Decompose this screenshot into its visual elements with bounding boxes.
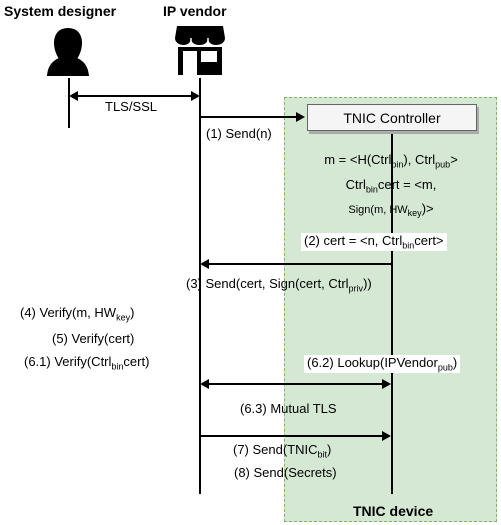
send-secrets-label: (8) Send(Secrets) (234, 465, 337, 480)
send-cert-label: (3) Send(cert, Sign(cert, Ctrlpriv)) (186, 276, 372, 294)
mutual-tls-line (209, 383, 382, 385)
tnic-controller-box: TNIC Controller (307, 104, 477, 131)
verify-cert-label: (5) Verify(cert) (52, 331, 135, 346)
mutual-tls-arrow-left (200, 379, 209, 389)
tnic-device-title: TNIC device (353, 503, 434, 519)
send-tnic-label: (7) Send(TNICbit) (233, 442, 332, 460)
send-n-line (200, 116, 296, 118)
tls-ssl-label: TLS/SSL (105, 99, 158, 114)
ip-vendor-label: IP vendor (163, 3, 227, 19)
controller-note: m = <H(Ctrlbin), Ctrlpub> Ctrlbincert = … (298, 150, 484, 223)
lookup-label: (6.2) Lookup(IPVendorpub) (304, 355, 461, 373)
send-tnic-arrow (382, 431, 391, 441)
note-line-3: Sign(m, HWkey)> (348, 201, 434, 219)
tls-ssl-arrow-right (191, 91, 200, 101)
system-designer-label: System designer (4, 3, 117, 19)
cert-arrow (200, 259, 209, 269)
tls-ssl-line (76, 95, 192, 97)
verify-m-label: (4) Verify(m, HWkey) (20, 305, 135, 323)
send-n-arrow (296, 112, 305, 122)
note-line-2: Ctrlbincert = <m, (345, 176, 437, 195)
send-tnic-line (200, 435, 382, 437)
cert-line (209, 263, 391, 265)
verify-ctrl-label: (6.1) Verify(Ctrlbincert) (24, 354, 150, 372)
storefront-icon (175, 26, 225, 75)
vendor-lifeline (199, 78, 201, 494)
mutual-tls-arrow-right (382, 379, 391, 389)
note-line-1: m = <H(Ctrlbin), Ctrlpub> (324, 152, 458, 170)
person-icon (47, 28, 89, 76)
tls-ssl-arrow-left (69, 91, 78, 101)
designer-lifeline (68, 78, 70, 128)
tnic-device-box (284, 97, 497, 522)
cert-label: (2) cert = <n, Ctrlbincert> (301, 233, 447, 251)
send-n-label: (1) Send(n) (206, 126, 272, 141)
controller-lifeline (391, 132, 393, 494)
mutual-tls-label: (6.3) Mutual TLS (240, 401, 337, 416)
